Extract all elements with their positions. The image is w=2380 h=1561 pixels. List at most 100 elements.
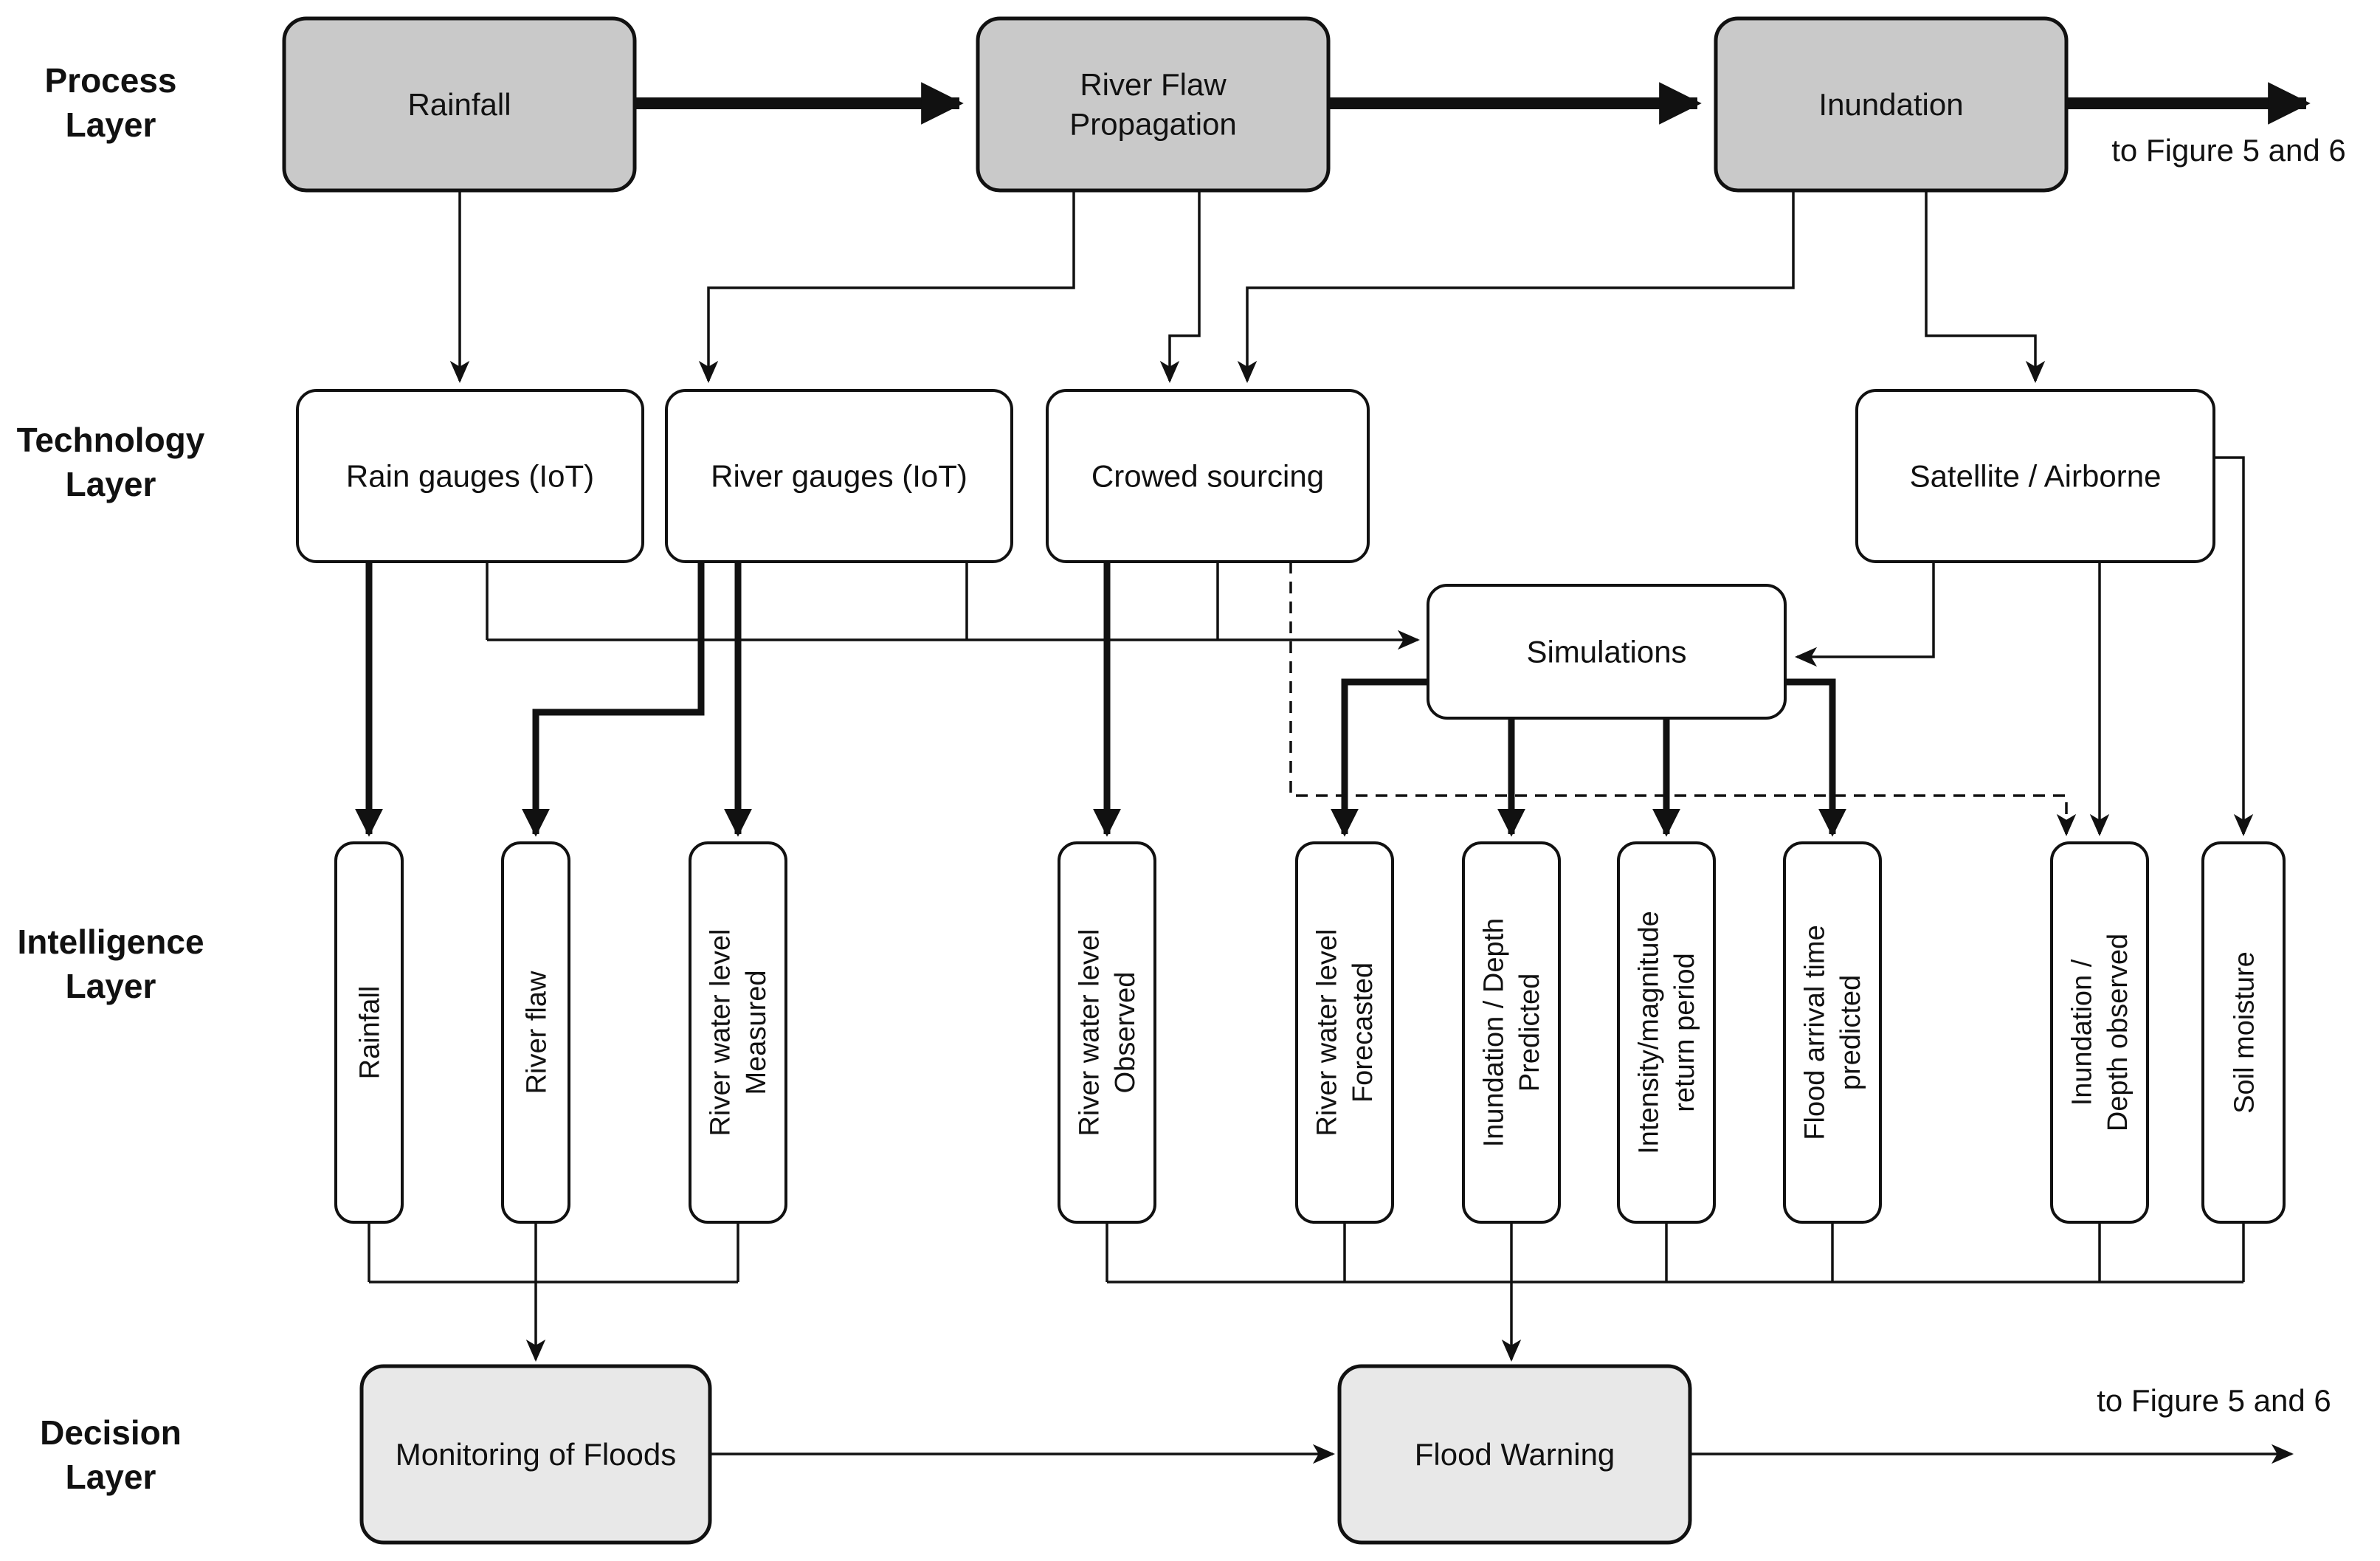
node-box-river-flaw-propagation bbox=[976, 16, 1331, 193]
edge-crowed-dashed-to-inundation-observed bbox=[1289, 562, 2077, 837]
node-label-line: River flaw bbox=[521, 971, 552, 1094]
node-pill-river-flaw: River flaw bbox=[501, 841, 570, 1224]
node-label-inundation-process: Inundation bbox=[1818, 87, 1963, 122]
node-label-line: Soil moisture bbox=[2229, 951, 2260, 1114]
edge-inundation-to-satellite bbox=[1925, 190, 2046, 384]
node-label-line: Measured bbox=[741, 971, 772, 1095]
node-box-pill-rwl-forecasted bbox=[1295, 841, 1394, 1224]
node-label-pill-inundation-observed: Inundation /Depth observed bbox=[2067, 934, 2134, 1131]
layer-label-line: Layer bbox=[66, 106, 156, 144]
edge-simulations-to-flood-arrival-pill bbox=[1785, 678, 1846, 837]
node-label-line: Rainfall bbox=[407, 87, 511, 122]
node-box-simulations bbox=[1427, 584, 1787, 720]
node-label-line: Inundation bbox=[1818, 87, 1963, 122]
edge-inundation-to-crowed-sourcing bbox=[1237, 190, 1795, 384]
node-rainfall-process: Rainfall bbox=[282, 16, 637, 193]
node-simulations: Simulations bbox=[1427, 584, 1787, 720]
edge-riverflaw-to-crowed-sourcing bbox=[1159, 190, 1201, 384]
node-label-line: Simulations bbox=[1526, 635, 1686, 669]
node-label-line: Inundation / bbox=[2067, 959, 2098, 1106]
node-label-line: predicted bbox=[1835, 975, 1866, 1090]
node-label-line: Observed bbox=[1110, 972, 1141, 1094]
layer-label-line: Layer bbox=[66, 465, 156, 503]
node-label-crowed-sourcing: Crowed sourcing bbox=[1091, 459, 1324, 494]
node-label-line: Flood Warning bbox=[1415, 1437, 1615, 1472]
node-inundation-process: Inundation bbox=[1714, 16, 2069, 193]
node-box-rainfall-process bbox=[282, 16, 637, 193]
node-box-monitoring-of-floods bbox=[359, 1364, 712, 1545]
node-label-line: Intensity/magnitude bbox=[1634, 911, 1665, 1154]
node-label-line: Propagation bbox=[1069, 107, 1237, 142]
node-label-line: Monitoring of Floods bbox=[396, 1437, 677, 1472]
node-box-satellite-airborne bbox=[1855, 389, 2215, 563]
node-label-line: River water level bbox=[1075, 929, 1106, 1137]
edges-group bbox=[355, 82, 2311, 1464]
layer-label-line: Intelligence bbox=[17, 923, 204, 961]
layer-label-line: Decision bbox=[40, 1413, 182, 1452]
node-rain-gauges-iot: Rain gauges (IoT) bbox=[296, 389, 644, 563]
node-label-line: River water level bbox=[706, 929, 737, 1137]
node-label-pill-rainfall: Rainfall bbox=[354, 986, 385, 1080]
node-box-flood-warning bbox=[1337, 1364, 1692, 1545]
node-satellite-airborne: Satellite / Airborne bbox=[1855, 389, 2215, 563]
node-pill-rainfall: Rainfall bbox=[334, 841, 404, 1224]
node-box-crowed-sourcing bbox=[1046, 389, 1370, 563]
edge-satellite-to-soil-moisture-pill bbox=[2214, 456, 2254, 837]
to-figure-5-6-bottom: to Figure 5 and 6 bbox=[2097, 1383, 2331, 1418]
node-label-line: Inundation / Depth bbox=[1479, 918, 1510, 1148]
node-box-rain-gauges-iot bbox=[296, 389, 644, 563]
node-label-rain-gauges-iot: Rain gauges (IoT) bbox=[346, 459, 594, 494]
node-box-pill-inundation-observed bbox=[2050, 841, 2149, 1224]
node-river-gauges-iot: River gauges (IoT) bbox=[665, 389, 1013, 563]
node-label-flood-warning: Flood Warning bbox=[1415, 1437, 1615, 1472]
node-label-line: Predicted bbox=[1514, 974, 1545, 1092]
node-box-pill-soil-moisture bbox=[2201, 841, 2286, 1224]
node-label-line: Flood arrival time bbox=[1800, 925, 1831, 1140]
node-label-line: Rainfall bbox=[354, 986, 385, 1080]
edge-riverflaw-to-river-gauges bbox=[698, 190, 1075, 384]
node-box-river-gauges-iot bbox=[665, 389, 1013, 563]
edge-simulations-to-forecasted-pill bbox=[1331, 678, 1428, 837]
node-label-line: Rain gauges (IoT) bbox=[346, 459, 594, 494]
layer-label-line: Process bbox=[44, 61, 176, 100]
node-box-pill-intensity-magnitude bbox=[1617, 841, 1716, 1224]
node-label-line: Forecasted bbox=[1348, 962, 1379, 1103]
node-label-rainfall-process: Rainfall bbox=[407, 87, 511, 122]
node-flood-warning: Flood Warning bbox=[1337, 1364, 1692, 1545]
node-pill-inundation-observed: Inundation /Depth observed bbox=[2050, 841, 2149, 1224]
node-box-pill-rwl-measured bbox=[689, 841, 787, 1224]
node-monitoring-of-floods: Monitoring of Floods bbox=[359, 1364, 712, 1545]
node-label-satellite-airborne: Satellite / Airborne bbox=[1910, 459, 2162, 494]
layer-label-line: Layer bbox=[66, 1458, 156, 1496]
node-crowed-sourcing: Crowed sourcing bbox=[1046, 389, 1370, 563]
node-label-line: River water level bbox=[1312, 929, 1343, 1137]
node-label-line: Crowed sourcing bbox=[1091, 459, 1324, 494]
node-box-pill-flood-arrival-time bbox=[1783, 841, 1882, 1224]
node-label-pill-river-flaw: River flaw bbox=[521, 971, 552, 1094]
node-label-river-gauges-iot: River gauges (IoT) bbox=[711, 459, 967, 494]
node-label-pill-soil-moisture: Soil moisture bbox=[2229, 951, 2260, 1114]
node-label-line: Satellite / Airborne bbox=[1910, 459, 2162, 494]
to-figure-5-6-top: to Figure 5 and 6 bbox=[2111, 133, 2346, 168]
node-box-pill-rwl-observed bbox=[1058, 841, 1156, 1224]
node-box-inundation-process bbox=[1714, 16, 2069, 193]
node-label-line: River Flaw bbox=[1080, 67, 1227, 102]
